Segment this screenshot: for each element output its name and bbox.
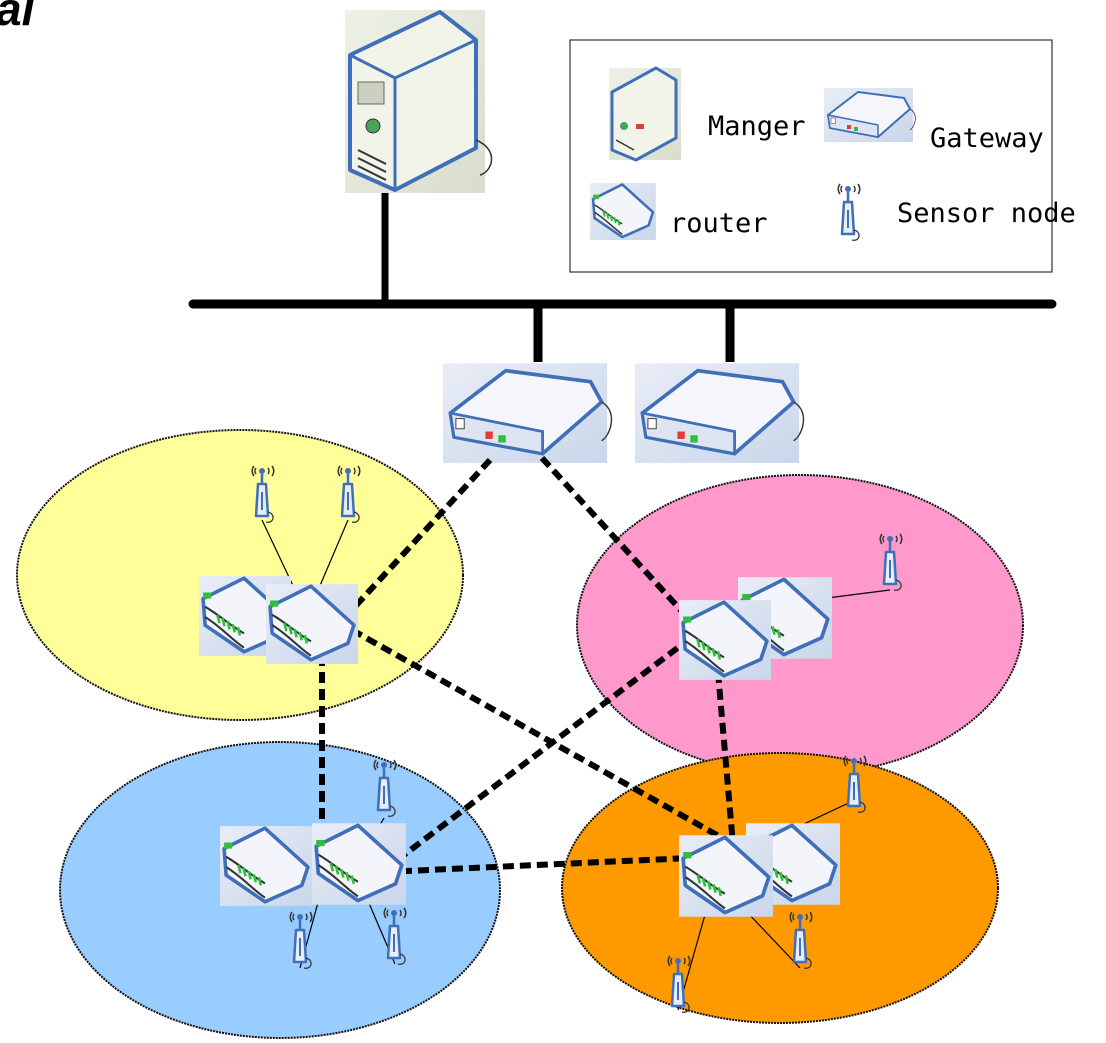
gateway-1-icon xyxy=(443,363,611,463)
legend-server-icon xyxy=(609,66,681,162)
legend-router-icon xyxy=(588,181,658,242)
legend-router-label: router xyxy=(670,208,768,239)
legend: Manger Gateway router Sensor node xyxy=(569,39,1076,273)
mesh-links xyxy=(319,455,742,875)
router-orange-1-icon xyxy=(677,833,775,919)
router-blue-1-icon xyxy=(218,824,314,908)
router-blue-2-icon xyxy=(310,821,408,907)
legend-gateway-label: Gateway xyxy=(930,123,1044,154)
gateway-2-icon xyxy=(635,363,803,463)
manager-server-icon xyxy=(345,10,493,193)
router-yellow-2-icon xyxy=(264,582,360,666)
router-pink-1-icon xyxy=(677,598,773,682)
legend-gateway-icon xyxy=(823,87,917,143)
legend-manager-label: Manger xyxy=(708,111,806,142)
corner-title-fragment: al xyxy=(0,0,35,35)
cluster-yellow xyxy=(16,429,464,721)
legend-sensor-label: Sensor node xyxy=(897,198,1076,229)
